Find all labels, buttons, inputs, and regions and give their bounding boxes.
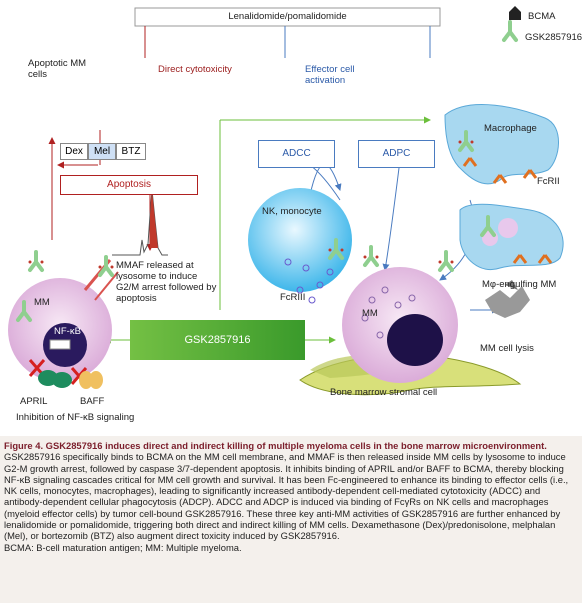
macrophage-label: Macrophage <box>484 123 537 134</box>
adcc-box: ADCC <box>258 140 335 168</box>
drug-box-btz: BTZ <box>116 143 146 160</box>
mmaf-text: MMAF released at lysosome to induce G2/M… <box>116 260 217 304</box>
lysis-label: MM cell lysis <box>480 343 534 354</box>
adpc-box: ADPC <box>358 140 435 168</box>
figure-caption: Figure 4. GSK2857916 induces direct and … <box>4 440 578 553</box>
baff-label: BAFF <box>80 396 105 407</box>
engulfing-label: Mφ-engulfing MM <box>482 279 557 290</box>
gsk-bar-label: GSK2857916 <box>184 334 251 346</box>
april-label: APRIL <box>20 396 48 407</box>
fcrii-label: FcRII <box>537 176 560 187</box>
caption-abbrev: BCMA: B-cell maturation antigen; MM: Mul… <box>4 541 242 553</box>
mm-right-label: MM <box>362 308 378 319</box>
nk-monocyte-label: NK, monocyte <box>262 206 322 217</box>
apoptosis-box: Apoptosis <box>60 175 198 195</box>
caption-title: Figure 4. GSK2857916 induces direct and … <box>4 440 547 451</box>
direct-cytotoxicity-label: Direct cytotoxicity <box>158 64 232 75</box>
drug-box-dex: Dex <box>60 143 88 160</box>
apoptotic-cells-label: Apoptotic MM cells <box>28 58 87 80</box>
inhibition-label: Inhibition of NF-κB signaling <box>16 412 135 423</box>
drug-box-mel: Mel <box>88 143 116 160</box>
legend-bcma-label: BCMA <box>528 11 556 22</box>
gsk-bar: GSK2857916 <box>130 320 305 360</box>
caption-body: GSK2857916 specifically binds to BCMA on… <box>4 451 569 542</box>
lenalidomide-box: Lenalidomide/pomalidomide <box>228 11 347 22</box>
effector-activation-label: Effector cell activation <box>305 64 355 86</box>
fcriii-label: FcRIII <box>280 292 306 303</box>
figure-panel: BCMA GSK2857916 Lenalidomide/pomalidomid… <box>0 0 582 436</box>
stromal-label: Bone marrow stromal cell <box>330 387 438 398</box>
legend-drug-label: GSK2857916 <box>525 32 582 43</box>
diagram-graphics <box>8 6 564 396</box>
nfkb-label: NF-κB <box>54 326 81 337</box>
mm-left-label: MM <box>34 297 50 308</box>
